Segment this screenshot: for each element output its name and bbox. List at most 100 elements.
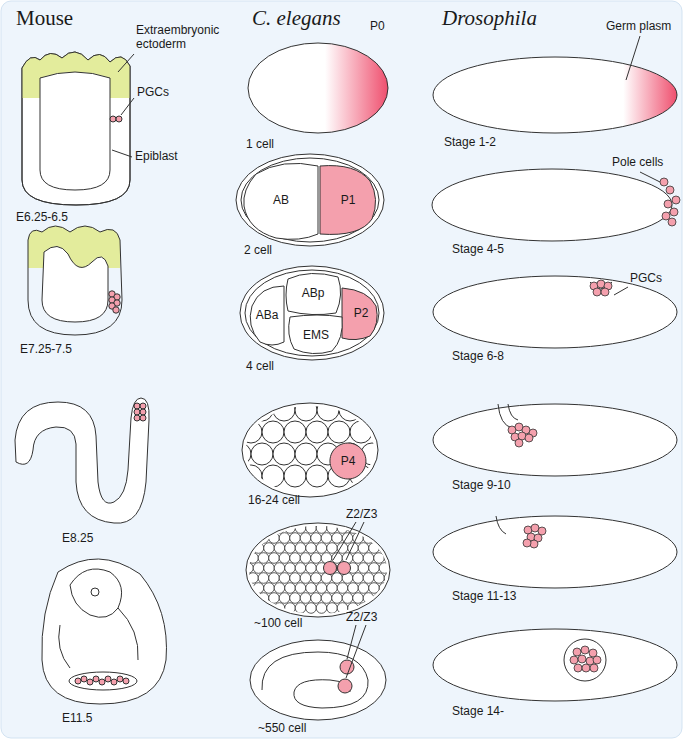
cell-outline	[286, 273, 341, 314]
blastomere	[290, 573, 301, 584]
mouse-embryo	[93, 676, 99, 682]
blastomere	[258, 573, 269, 584]
annotation-label: Epiblast	[135, 150, 178, 164]
annotation-label: E7.25-7.5	[20, 343, 72, 357]
worm-embryo	[338, 679, 352, 693]
blastomere	[264, 583, 275, 594]
fly-embryo	[433, 404, 677, 476]
blastomere	[369, 583, 380, 594]
worm-embryo	[248, 43, 388, 133]
cell-outline	[289, 315, 343, 354]
germ-cell	[590, 664, 598, 672]
blastomere	[279, 553, 290, 564]
blastomere	[379, 603, 390, 614]
blastomere	[273, 443, 295, 465]
blastomere	[306, 603, 317, 614]
annotation-label: E11.5	[62, 712, 92, 726]
germ-cell	[593, 288, 601, 296]
mouse-embryo	[134, 409, 140, 415]
blastomere	[295, 603, 306, 614]
mouse-embryo	[117, 676, 123, 682]
blastomere	[379, 523, 390, 534]
mouse-embryo	[75, 678, 81, 684]
mouse-embryo	[42, 246, 108, 322]
blastomere	[269, 573, 280, 584]
blastomere	[269, 533, 280, 544]
blastomere	[306, 421, 328, 443]
blastomere	[290, 553, 301, 564]
mouse-embryo	[28, 226, 122, 335]
blastomere	[374, 553, 385, 564]
blastomere	[243, 543, 254, 554]
mouse-embryo	[116, 116, 122, 122]
blastomere	[374, 533, 385, 544]
blastomere	[269, 593, 280, 604]
worm-embryo	[245, 270, 379, 356]
mouse-embryo	[75, 676, 129, 685]
annotation-label: Stage 4-5	[452, 243, 504, 257]
germ-cell	[578, 655, 586, 663]
blastomere	[342, 593, 353, 604]
blastomere	[264, 603, 275, 614]
blastomere	[253, 603, 264, 614]
mouse-embryo	[111, 679, 117, 685]
mouse-embryo	[134, 415, 140, 421]
leader-line	[333, 522, 366, 678]
blastomere	[300, 533, 311, 544]
blastomere	[358, 583, 369, 594]
cell-node: P1	[320, 163, 376, 237]
blastomere	[327, 523, 338, 534]
cell-name: ABp	[302, 286, 325, 300]
blastomere	[384, 573, 395, 584]
cell-node: EMS	[288, 315, 344, 355]
column-heading: C. elegans	[252, 6, 341, 30]
mouse-embryo	[134, 403, 140, 409]
blastomere	[248, 533, 259, 544]
germ-cell	[324, 562, 351, 575]
fly-embryo	[498, 404, 512, 428]
worm-embryo	[250, 640, 386, 720]
blastomere	[262, 421, 284, 443]
leader-line	[626, 36, 640, 80]
blastomere	[274, 563, 285, 574]
blastomere	[295, 399, 317, 421]
blastomere	[229, 399, 383, 487]
blastomere	[248, 573, 259, 584]
blastomere	[332, 533, 343, 544]
germ-cell	[601, 288, 609, 296]
leader-line	[614, 287, 628, 295]
germ-cell	[570, 656, 578, 664]
cell-name: ABa	[256, 308, 279, 322]
blastomere	[279, 593, 290, 604]
blastomere	[316, 523, 327, 534]
blastomere	[374, 593, 385, 604]
fly-embryo	[433, 629, 677, 701]
blastomere	[258, 553, 269, 564]
blastomere	[262, 465, 284, 487]
mouse-embryo	[70, 569, 122, 617]
blastomere	[258, 593, 269, 604]
blastomere	[327, 603, 338, 614]
blastomere	[290, 593, 301, 604]
blastomere	[369, 563, 380, 574]
blastomere	[240, 465, 262, 487]
germ-cell	[672, 196, 680, 204]
cell-name: AB	[273, 193, 289, 207]
annotation-label: ~550 cell	[258, 722, 306, 736]
germ-cell	[508, 178, 680, 672]
annotation-label: Extraembryonic ectoderm	[136, 24, 222, 52]
cell-outline	[342, 288, 377, 340]
germ-cell	[662, 212, 670, 220]
mouse-embryo	[105, 676, 111, 682]
blastomere	[285, 543, 296, 554]
annotation-label: 2 cell	[244, 244, 272, 258]
leader-line	[112, 150, 132, 157]
blastomere	[321, 593, 332, 604]
mouse-embryo	[140, 409, 146, 415]
blastomere	[363, 533, 374, 544]
blastomere	[306, 583, 317, 594]
germ-cell	[338, 562, 351, 575]
column-heading: Mouse	[16, 6, 73, 30]
blastomere	[363, 573, 374, 584]
germ-cell	[525, 434, 533, 442]
